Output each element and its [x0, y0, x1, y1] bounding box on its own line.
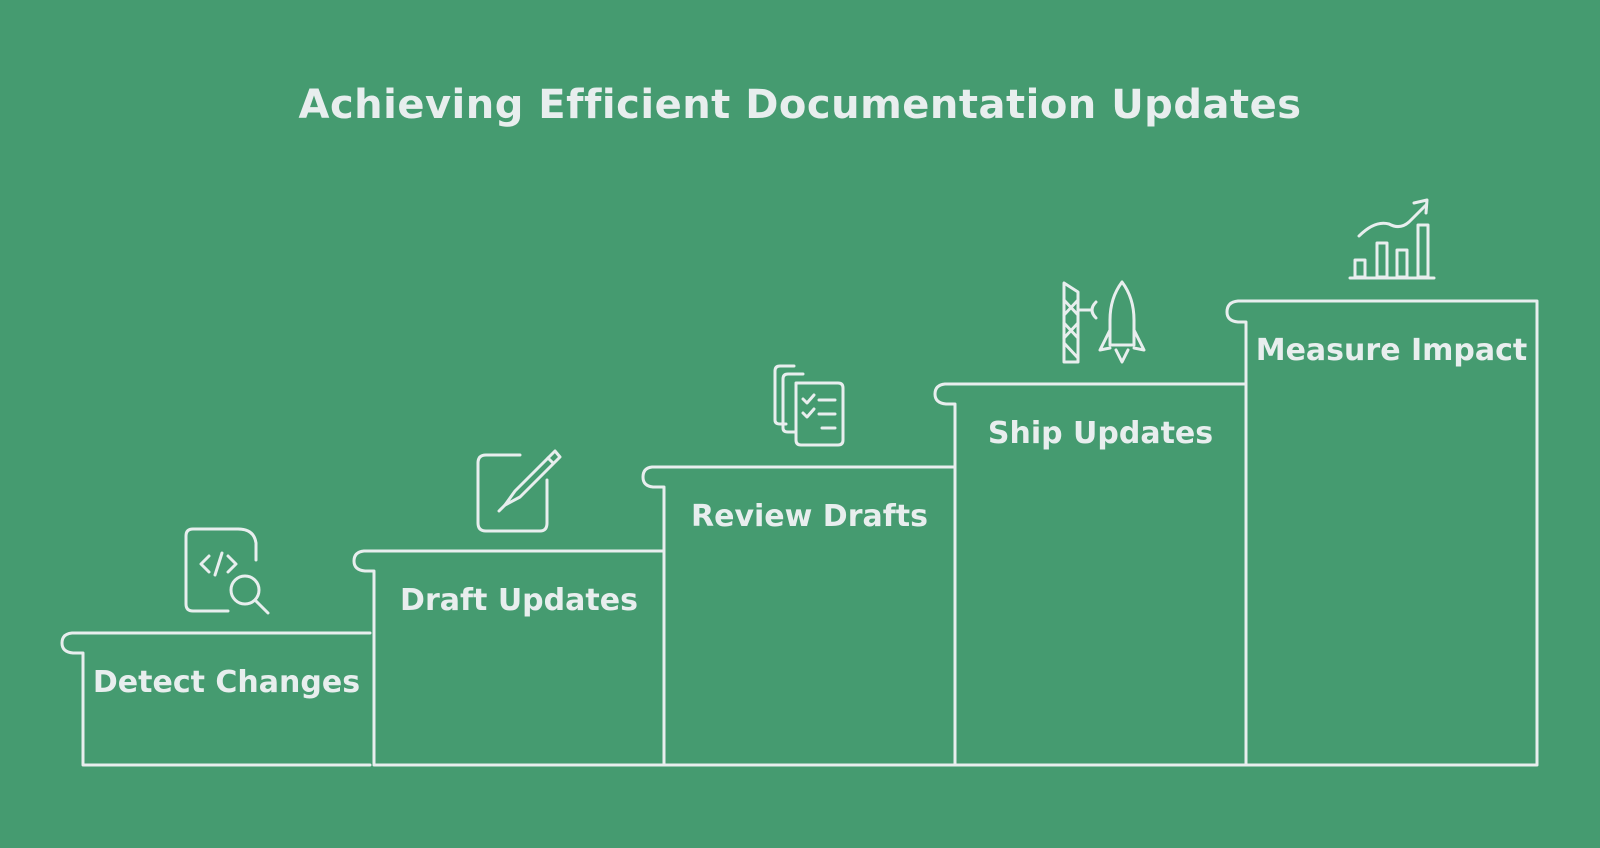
step-1-label: Detect Changes — [92, 665, 361, 700]
checklist-documents-icon — [773, 364, 845, 447]
step-5-box — [1225, 299, 1539, 767]
rocket-launch-icon — [1062, 280, 1146, 364]
step-3-box — [641, 465, 957, 767]
step-2-label: Draft Updates — [400, 583, 638, 618]
growth-chart-icon — [1348, 198, 1436, 280]
edit-pencil-icon — [476, 449, 562, 533]
diagram-title: Achieving Efficient Documentation Update… — [298, 82, 1302, 128]
code-search-icon — [184, 527, 270, 615]
step-1-box — [60, 631, 372, 767]
step-4-box — [933, 382, 1248, 767]
step-4-label: Ship Updates — [987, 416, 1214, 451]
step-2-box — [352, 549, 666, 767]
step-5-label: Measure Impact — [1255, 333, 1528, 368]
step-3-label: Review Drafts — [691, 499, 928, 534]
